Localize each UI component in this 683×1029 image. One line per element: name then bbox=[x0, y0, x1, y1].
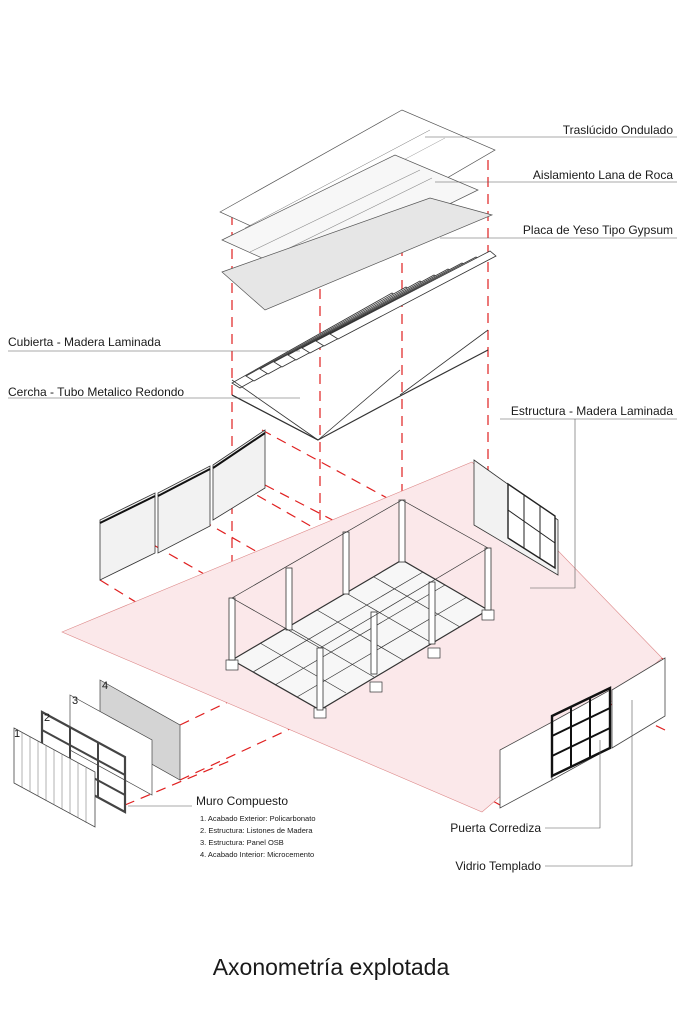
label-puerta: Puerta Corrediza bbox=[450, 821, 541, 835]
layer-number-3: 3 bbox=[72, 695, 78, 707]
layer-number-4: 4 bbox=[102, 680, 108, 692]
layer-number-2: 2 bbox=[44, 712, 50, 724]
roof-gypsum-layer bbox=[221, 197, 494, 311]
leader-lines bbox=[8, 136, 677, 867]
diagram-title: Axonometría explotada bbox=[213, 954, 450, 980]
muro-heading: Muro Compuesto bbox=[196, 794, 288, 808]
floor-structure bbox=[225, 499, 495, 719]
wall-panels-left bbox=[99, 429, 266, 581]
label-placa: Placa de Yeso Tipo Gypsum bbox=[523, 223, 673, 237]
muro-item-1: 1. Acabado Exterior: Policarbonato bbox=[200, 814, 316, 823]
muro-item-3: 3. Estructura: Panel OSB bbox=[200, 838, 284, 847]
wall-panel-right-window bbox=[473, 459, 559, 576]
composite-wall-layers: 1 2 3 4 bbox=[13, 679, 181, 828]
layer-number-1: 1 bbox=[14, 728, 20, 740]
label-translucido: Traslúcido Ondulado bbox=[563, 123, 674, 137]
muro-item-4: 4. Acabado Interior: Microcemento bbox=[200, 850, 314, 859]
label-cubierta: Cubierta - Madera Laminada bbox=[8, 335, 161, 349]
label-cercha: Cercha - Tubo Metalico Redondo bbox=[8, 385, 184, 399]
label-aislamiento: Aislamiento Lana de Roca bbox=[533, 168, 673, 182]
muro-item-2: 2. Estructura: Listones de Madera bbox=[200, 826, 313, 835]
label-estructura: Estructura - Madera Laminada bbox=[511, 404, 673, 418]
roof-truss bbox=[231, 250, 497, 441]
label-vidrio: Vidrio Templado bbox=[455, 859, 541, 873]
front-wall-sliding-door bbox=[499, 657, 666, 809]
